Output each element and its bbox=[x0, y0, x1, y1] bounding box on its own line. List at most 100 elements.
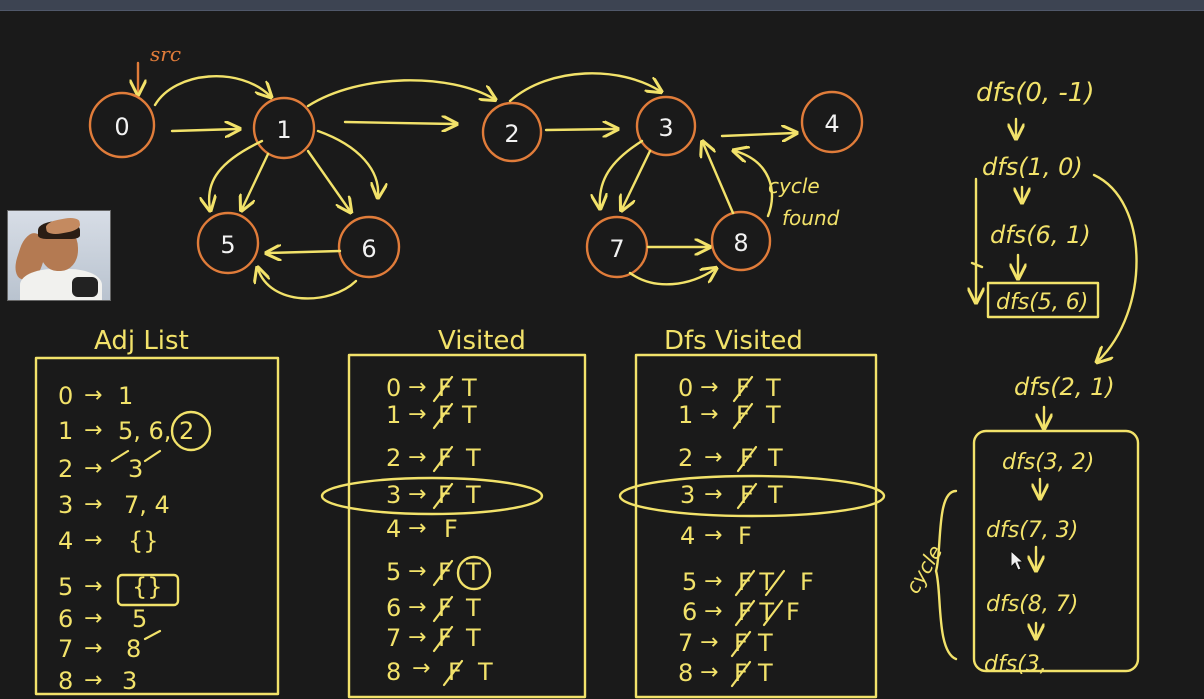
svg-text:5: 5 bbox=[386, 558, 401, 586]
adj-row: 4 → {} bbox=[58, 527, 159, 555]
svg-text:1: 1 bbox=[118, 382, 133, 410]
svg-text:→: → bbox=[408, 516, 426, 541]
graph-node-6: 6 bbox=[337, 215, 401, 279]
dfs-visited-row: 4→F bbox=[680, 522, 752, 550]
graph-node-2: 2 bbox=[481, 101, 543, 163]
window-top-bar bbox=[0, 0, 1204, 11]
cycle-label: cycle bbox=[901, 541, 948, 598]
dfs-visited-title: Dfs Visited bbox=[664, 326, 803, 356]
svg-text:1: 1 bbox=[386, 401, 401, 429]
svg-text:4: 4 bbox=[824, 110, 839, 138]
adj-row: 2→3 bbox=[58, 455, 143, 483]
graph-node-4: 4 bbox=[800, 90, 864, 154]
svg-text:→: → bbox=[408, 625, 426, 650]
svg-text:→: → bbox=[84, 528, 102, 553]
svg-text:{}: {} bbox=[128, 527, 159, 555]
mouse-cursor-icon bbox=[1010, 549, 1025, 571]
svg-text:T: T bbox=[767, 444, 783, 472]
svg-text:F: F bbox=[786, 598, 800, 626]
svg-text:→: → bbox=[84, 418, 102, 443]
svg-text:3: 3 bbox=[122, 667, 137, 695]
dfs-visited-rows: 0→FT 1→FT 2→FT 3→FT 4→F 5→F TF 6→F TF 7→… bbox=[678, 374, 814, 687]
svg-text:4: 4 bbox=[58, 527, 73, 555]
svg-text:T: T bbox=[465, 558, 481, 586]
adj-row: 0→1 bbox=[58, 382, 133, 410]
svg-text:→: → bbox=[704, 482, 722, 507]
svg-text:0: 0 bbox=[114, 113, 129, 141]
call-dfs-8: dfs(8, 7) bbox=[986, 592, 1078, 617]
svg-text:3: 3 bbox=[128, 455, 143, 483]
cycle-found-note-line1: cycle bbox=[768, 174, 820, 198]
adj-row: 7→8 bbox=[58, 635, 141, 663]
svg-text:2: 2 bbox=[58, 455, 73, 483]
adj-row: 3 → 7, 4 bbox=[58, 491, 170, 519]
svg-text:T: T bbox=[757, 659, 773, 687]
call-dfs-2: dfs(2, 1) bbox=[1014, 373, 1115, 401]
svg-text:→: → bbox=[84, 574, 102, 599]
svg-text:T: T bbox=[461, 374, 477, 402]
dfs-visited-strikes bbox=[730, 375, 786, 688]
svg-text:2: 2 bbox=[386, 444, 401, 472]
svg-text:→: → bbox=[84, 636, 102, 661]
svg-text:→: → bbox=[408, 445, 426, 470]
svg-text:T: T bbox=[765, 401, 781, 429]
svg-text:→: → bbox=[704, 569, 722, 594]
visited-title: Visited bbox=[438, 326, 526, 356]
graph-node-8: 8 bbox=[710, 210, 772, 272]
svg-text:T: T bbox=[477, 658, 493, 686]
svg-text:5, 6, 2: 5, 6, 2 bbox=[118, 417, 194, 445]
svg-text:3: 3 bbox=[58, 491, 73, 519]
visited-row: 0→FT bbox=[386, 374, 477, 402]
svg-text:T: T bbox=[465, 624, 481, 652]
svg-text:T: T bbox=[465, 444, 481, 472]
svg-text:8: 8 bbox=[58, 667, 73, 695]
adj-row: 8 → 3 bbox=[58, 667, 137, 695]
svg-text:→: → bbox=[704, 523, 722, 548]
call-dfs-3-repeat: dfs(3, bbox=[984, 652, 1047, 677]
svg-text:T: T bbox=[465, 481, 481, 509]
microphone-icon bbox=[72, 277, 98, 297]
call-stack: dfs(0, -1) dfs(1, 0) dfs(6, 1) dfs(5, 6)… bbox=[901, 78, 1140, 677]
dfs-visited-row: 3→FT bbox=[680, 481, 783, 509]
svg-text:→: → bbox=[408, 595, 426, 620]
svg-text:→: → bbox=[84, 492, 102, 517]
svg-text:0: 0 bbox=[386, 374, 401, 402]
adj-list-rows: 0→1 1→5, 6, 2 2→3 3→7, 4 4→{} 5→{} 6→5 7… bbox=[58, 382, 194, 695]
svg-text:6: 6 bbox=[361, 235, 376, 263]
visited-row: 1→FT bbox=[386, 401, 477, 429]
dfs-visited-box bbox=[634, 353, 878, 699]
cycle-call-box bbox=[972, 429, 1140, 673]
svg-text:8: 8 bbox=[678, 659, 693, 687]
visited-row-3-highlight-ellipse bbox=[320, 476, 544, 516]
svg-text:1: 1 bbox=[58, 417, 73, 445]
svg-text:8: 8 bbox=[386, 658, 401, 686]
dfs-visited-row-3-highlight-ellipse bbox=[618, 474, 886, 518]
svg-text:→: → bbox=[704, 445, 722, 470]
svg-text:→: → bbox=[84, 668, 102, 693]
svg-text:F: F bbox=[738, 522, 752, 550]
svg-text:→: → bbox=[408, 482, 426, 507]
visited-row: 5→FT bbox=[386, 558, 481, 586]
svg-text:3: 3 bbox=[386, 481, 401, 509]
svg-text:6: 6 bbox=[386, 594, 401, 622]
svg-text:→: → bbox=[700, 402, 718, 427]
svg-text:→: → bbox=[84, 606, 102, 631]
svg-text:→: → bbox=[704, 599, 722, 624]
neighbor-2-highlight-circle bbox=[170, 410, 212, 452]
svg-text:→: → bbox=[408, 559, 426, 584]
node-5-empty-highlight-box bbox=[116, 573, 180, 607]
visited-node-5-highlight-circle bbox=[456, 555, 492, 591]
svg-text:8: 8 bbox=[733, 229, 748, 257]
svg-text:7, 4: 7, 4 bbox=[124, 491, 170, 519]
svg-text:0: 0 bbox=[58, 382, 73, 410]
adj-strike-mark bbox=[110, 449, 130, 463]
visited-row: 6→FT bbox=[386, 594, 481, 622]
svg-text:→: → bbox=[700, 375, 718, 400]
svg-text:6: 6 bbox=[682, 598, 697, 626]
svg-text:5: 5 bbox=[132, 605, 147, 633]
visited-row: 2→FT bbox=[386, 444, 481, 472]
visited-row: 3→FT bbox=[386, 481, 481, 509]
svg-text:→: → bbox=[408, 375, 426, 400]
svg-text:{}: {} bbox=[132, 573, 163, 601]
